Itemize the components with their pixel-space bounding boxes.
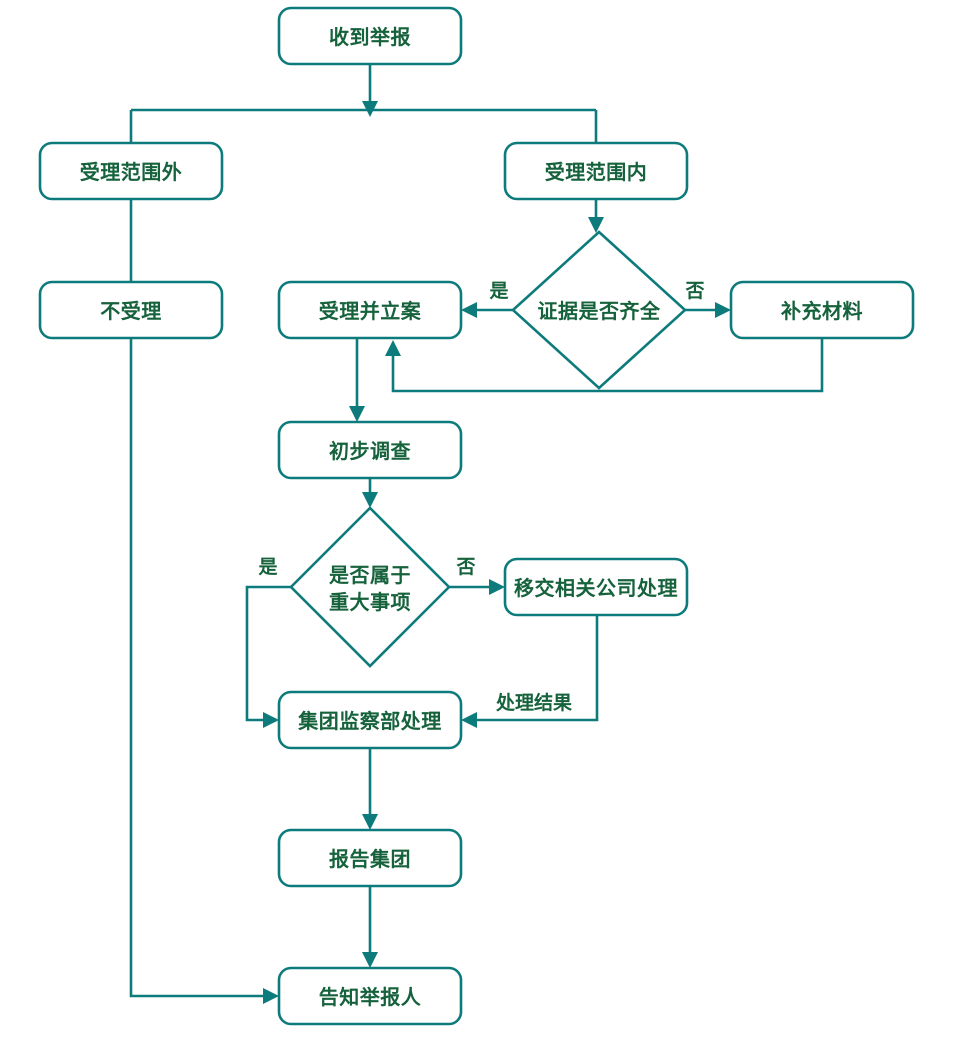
arrow-head-group-dept-to-report: [362, 814, 378, 830]
node-transfer-to-company-label: 移交相关公司处理: [514, 576, 678, 600]
edge-label-layer: 是 否 是 否 处理结果: [258, 280, 704, 714]
node-evidence-complete-decision[interactable]: 证据是否齐全: [511, 230, 687, 390]
node-transfer-to-company-shape[interactable]: [503, 557, 689, 617]
node-preliminary-investigation[interactable]: 初步调查: [277, 420, 463, 480]
node-out-of-scope[interactable]: 受理范围外: [38, 141, 224, 201]
edge-supplement-back-to-accept: [391, 338, 824, 393]
arrow-head-evidence-no: [715, 302, 731, 318]
node-group-supervision-dept[interactable]: 集团监察部处理: [277, 690, 463, 750]
node-evidence-complete-decision-label: 证据是否齐全: [538, 299, 661, 323]
edge-major-yes-to-group-dept: [245, 585, 292, 722]
node-major-matter-decision-label-line2: 重大事项: [329, 590, 411, 614]
arrow-head-in-scope-to-evidence: [588, 217, 604, 233]
node-notify-reporter[interactable]: 告知举报人: [277, 966, 463, 1026]
node-major-matter-decision[interactable]: 是否属于 重大事项: [289, 506, 451, 668]
node-accept-and-file-shape[interactable]: [277, 280, 463, 340]
node-transfer-to-company[interactable]: 移交相关公司处理: [503, 557, 689, 617]
edge-label-evidence-no: 否: [684, 280, 704, 302]
arrow-head-major-no: [489, 579, 505, 595]
arrow-head-investigate-to-major: [362, 492, 378, 508]
arrow-head-handling-result: [461, 712, 477, 728]
node-major-matter-decision-shape[interactable]: [289, 506, 451, 668]
node-accept-and-file[interactable]: 受理并立案: [277, 280, 463, 340]
node-major-matter-decision-label-line1: 是否属于: [328, 563, 411, 587]
edge-label-handling-result: 处理结果: [495, 691, 572, 714]
node-reject-label: 不受理: [100, 299, 162, 323]
node-notify-reporter-shape[interactable]: [277, 966, 463, 1026]
node-in-scope-shape[interactable]: [503, 141, 689, 201]
node-evidence-complete-decision-shape[interactable]: [511, 230, 687, 390]
node-receive-report-shape[interactable]: [277, 6, 463, 66]
edge-reject-to-notify: [129, 338, 265, 998]
edge-label-major-no: 否: [455, 556, 475, 578]
arrow-head-accept-to-investigate: [349, 406, 365, 422]
edge-layer: 受理并立案 --> 补充材料 --> 集团监察部处理 --> 移交相关公司处理 …: [129, 64, 824, 1004]
node-report-to-group[interactable]: 报告集团: [277, 828, 463, 888]
node-notify-reporter-label: 告知举报人: [319, 985, 422, 1009]
edge-label-evidence-yes: 是: [489, 280, 508, 302]
node-report-to-group-label: 报告集团: [329, 847, 411, 871]
edge-label-major-yes: 是: [258, 556, 277, 578]
node-preliminary-investigation-label: 初步调查: [329, 439, 411, 463]
node-report-to-group-shape[interactable]: [277, 828, 463, 888]
node-layer: 收到举报 受理范围外 受理范围内 不受理 受理并立案: [38, 6, 915, 1026]
node-accept-and-file-label: 受理并立案: [319, 299, 422, 323]
node-out-of-scope-shape[interactable]: [38, 141, 224, 201]
node-receive-report[interactable]: 收到举报: [277, 6, 463, 66]
edge-transfer-result-to-group-dept: [475, 615, 599, 722]
node-reject-shape[interactable]: [38, 280, 224, 340]
node-receive-report-label: 收到举报: [329, 25, 411, 49]
arrow-head-major-yes: [263, 712, 279, 728]
node-out-of-scope-label: 受理范围外: [80, 160, 183, 184]
node-preliminary-investigation-shape[interactable]: [277, 420, 463, 480]
node-supplement-materials-label: 补充材料: [780, 299, 863, 323]
arrow-head-evidence-yes: [461, 302, 477, 318]
node-supplement-materials[interactable]: 补充材料: [729, 280, 915, 340]
arrow-head-supplement-back: [385, 340, 401, 356]
node-in-scope-label: 受理范围内: [545, 160, 648, 184]
arrow-head-report-to-notify: [362, 952, 378, 968]
node-reject[interactable]: 不受理: [38, 280, 224, 340]
node-group-supervision-dept-shape[interactable]: [277, 690, 463, 750]
node-supplement-materials-shape[interactable]: [729, 280, 915, 340]
arrow-head-reject-to-notify: [263, 988, 279, 1004]
node-group-supervision-dept-label: 集团监察部处理: [297, 709, 442, 733]
node-in-scope[interactable]: 受理范围内: [503, 141, 689, 201]
